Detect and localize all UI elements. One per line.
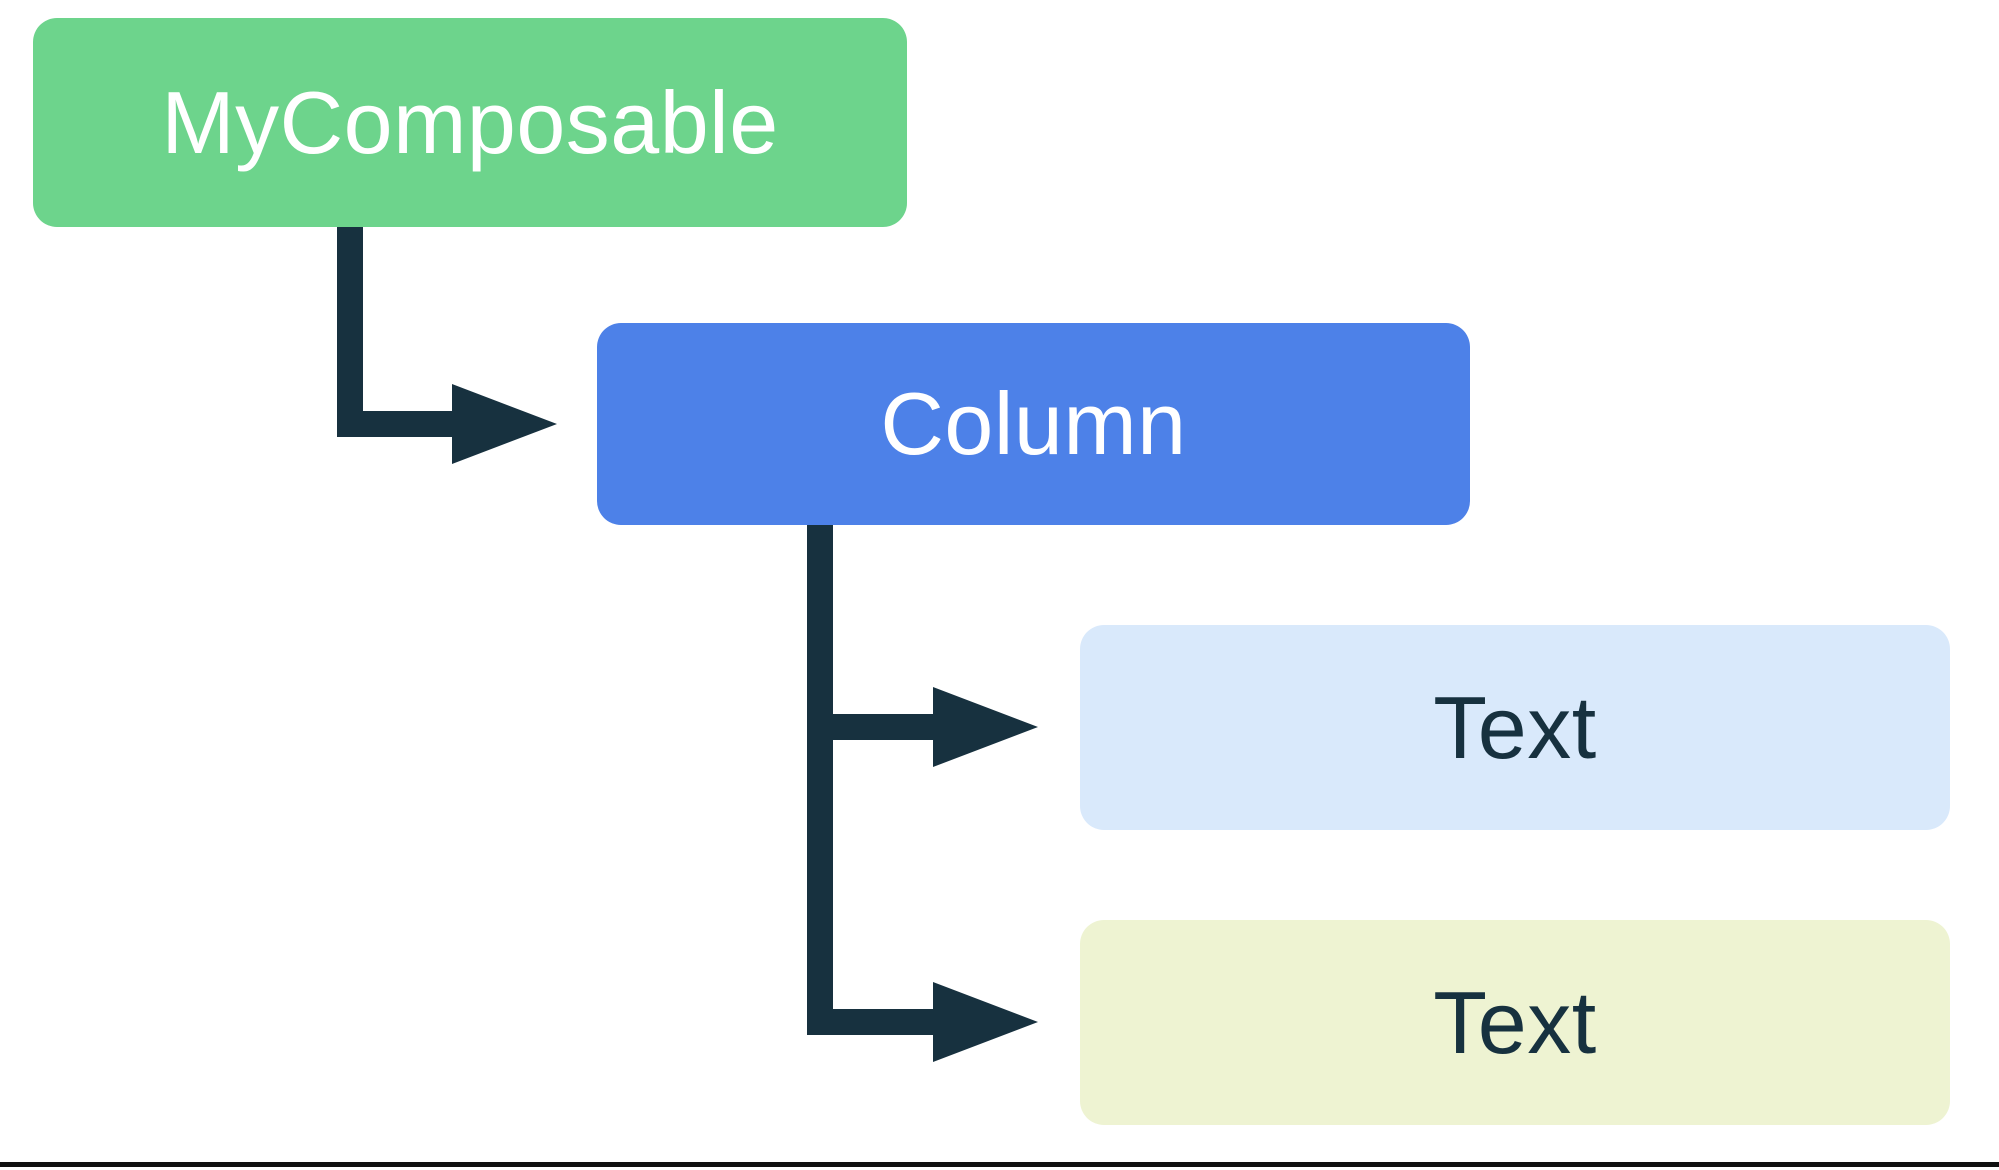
arrow-column-to-text-1 (807, 525, 1038, 1035)
node-text-1: Text (1080, 625, 1950, 830)
bottom-divider-line (0, 1162, 1999, 1167)
node-column-label: Column (880, 374, 1187, 473)
node-text-2: Text (1080, 920, 1950, 1125)
node-column: Column (597, 323, 1470, 525)
arrow-mycomposable-to-column (337, 227, 557, 464)
node-mycomposable: MyComposable (33, 18, 907, 227)
arrow-column-to-text-2 (807, 982, 1038, 1062)
node-text-1-label: Text (1433, 677, 1597, 777)
node-mycomposable-label: MyComposable (161, 72, 779, 172)
node-text-2-label: Text (1433, 972, 1597, 1072)
